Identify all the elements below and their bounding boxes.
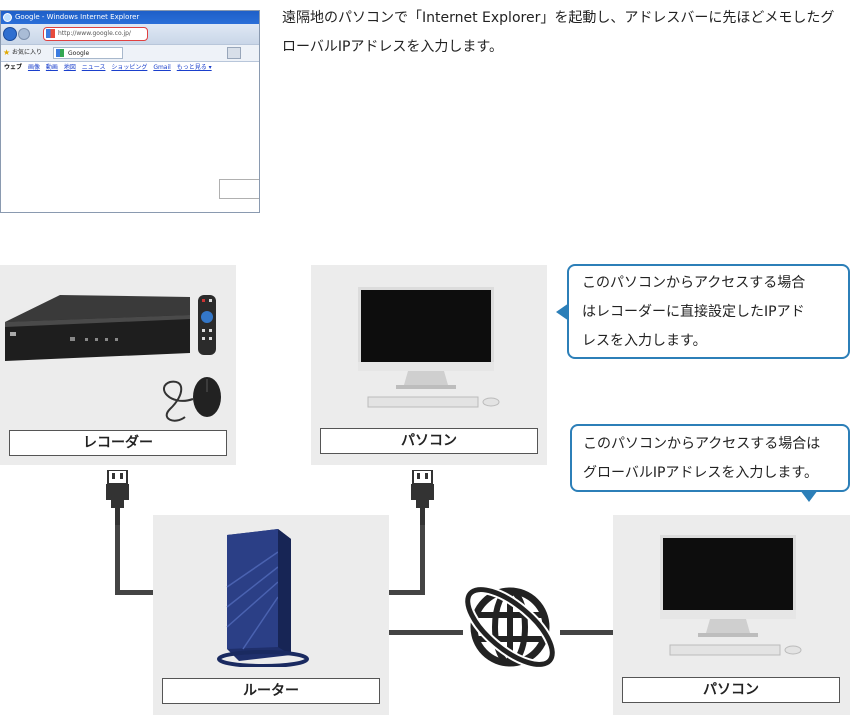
favorites-label: お気に入り [12, 45, 42, 61]
recorder-device-image [0, 287, 236, 427]
remote-pc-label: パソコン [622, 677, 840, 703]
browser-tab: Google [53, 47, 123, 59]
instruction-text: 遠隔地のパソコンで「Internet Explorer」を起動し、アドレスバーに… [282, 4, 842, 62]
router-panel: ルーター [153, 515, 389, 715]
callout-line: レスを入力します。 [582, 327, 848, 356]
google-nav: ウェブ 画像 動画 地図 ニュース ショッピング Gmail もっと見る ▾ [1, 62, 259, 74]
router-label: ルーター [162, 678, 380, 704]
browser-screenshot: Google - Windows Internet Explorer http:… [0, 10, 260, 213]
callout-line: はレコーダーに直接設定したIPアド [582, 298, 848, 327]
internet-globe-icon [455, 572, 565, 682]
favorites-bar: ★ お気に入り Google [1, 44, 259, 62]
callout-line: このパソコンからアクセスする場合は [583, 430, 848, 459]
browser-address-bar: http://www.google.co.jp/ [1, 24, 259, 44]
search-box [219, 179, 260, 199]
url-field: http://www.google.co.jp/ [43, 27, 148, 41]
nav-link: Gmail [153, 64, 171, 71]
google-favicon-icon [46, 29, 55, 38]
nav-link: もっと見る ▾ [177, 64, 212, 71]
cable-internet-right [560, 630, 615, 635]
nav-link: 地図 [64, 64, 76, 71]
nav-link: ショッピング [111, 64, 147, 71]
local-access-callout: このパソコンからアクセスする場合 はレコーダーに直接設定したIPアド レスを入力… [567, 264, 850, 359]
ie-logo-icon [3, 13, 12, 22]
url-text: http://www.google.co.jp/ [58, 30, 131, 37]
callout-pointer-down [800, 490, 818, 502]
forward-icon [18, 28, 30, 40]
recorder-label: レコーダー [9, 430, 227, 456]
local-pc-panel: パソコン [311, 265, 547, 465]
tab-label: Google [68, 50, 89, 57]
cable-recorder-v [115, 520, 120, 595]
remote-pc-panel: パソコン [613, 515, 850, 715]
nav-link: 画像 [28, 64, 40, 71]
nav-link: ニュース [82, 64, 106, 71]
back-icon [3, 27, 17, 41]
local-pc-label: パソコン [320, 428, 538, 454]
cable-recorder-h [115, 590, 155, 595]
browser-titlebar: Google - Windows Internet Explorer [1, 11, 259, 24]
cable-internet-left [388, 630, 463, 635]
nav-web: ウェブ [4, 64, 22, 71]
google-tab-icon [56, 49, 64, 57]
desktop-pc-image [356, 287, 506, 415]
recorder-panel: レコーダー [0, 265, 236, 465]
lan-connector-icon [105, 470, 130, 525]
toolbar-button-icon [227, 47, 241, 59]
lan-connector-icon [410, 470, 435, 525]
remote-access-callout: このパソコンからアクセスする場合は グローバルIPアドレスを入力します。 [570, 424, 850, 492]
star-icon: ★ [3, 49, 10, 57]
cable-pc-v [420, 520, 425, 595]
cable-pc-h [388, 590, 425, 595]
callout-line: グローバルIPアドレスを入力します。 [583, 459, 848, 488]
nav-link: 動画 [46, 64, 58, 71]
desktop-pc-image [658, 535, 808, 663]
router-device-image [213, 527, 333, 667]
callout-pointer-left [556, 303, 569, 321]
callout-line: このパソコンからアクセスする場合 [582, 269, 848, 298]
browser-title: Google - Windows Internet Explorer [15, 13, 139, 21]
